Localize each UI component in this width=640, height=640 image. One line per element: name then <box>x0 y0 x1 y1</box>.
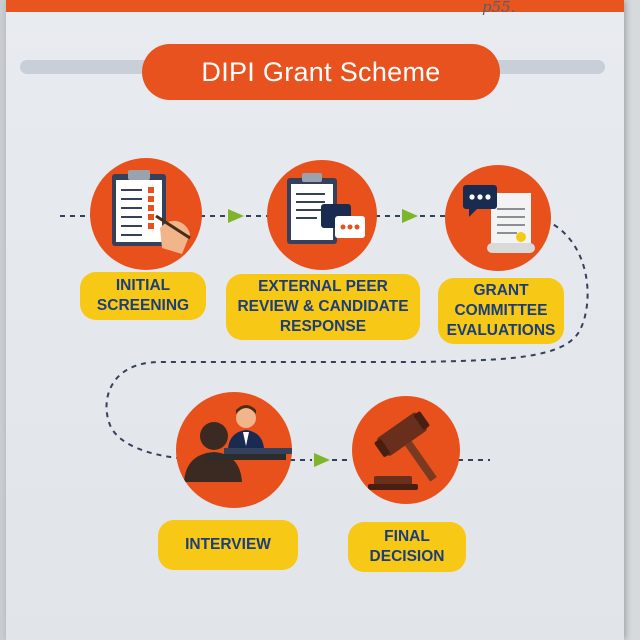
step-label-interview: INTERVIEW <box>158 520 298 570</box>
checklist-clipboard-icon <box>112 170 191 254</box>
gavel-icon <box>368 411 437 490</box>
final-decision-icon-circle <box>352 396 460 504</box>
committee-evaluations-icon-circle <box>445 165 551 271</box>
page-title: DIPI Grant Scheme <box>142 44 500 100</box>
interview-people-icon <box>184 405 292 482</box>
document-chat-icon <box>463 185 535 253</box>
step-label-grant-committee: GRANT COMMITTEE EVALUATIONS <box>438 278 564 344</box>
step-label-external-peer-review: EXTERNAL PEER REVIEW & CANDIDATE RESPONS… <box>226 274 420 340</box>
adjacent-page <box>624 0 640 640</box>
arrow-3 <box>314 453 330 467</box>
clipboard-chat-icon <box>287 173 365 244</box>
interview-icon-circle <box>176 392 292 508</box>
step-label-initial-screening: INITIAL SCREENING <box>80 272 206 320</box>
top-color-band <box>6 0 624 12</box>
arrow-2 <box>402 209 418 223</box>
handwritten-note: p55. <box>482 0 516 16</box>
initial-screening-icon-circle <box>90 158 202 270</box>
step-label-final-decision: FINAL DECISION <box>348 522 466 572</box>
peer-review-icon-circle <box>267 160 377 270</box>
arrow-1 <box>228 209 244 223</box>
